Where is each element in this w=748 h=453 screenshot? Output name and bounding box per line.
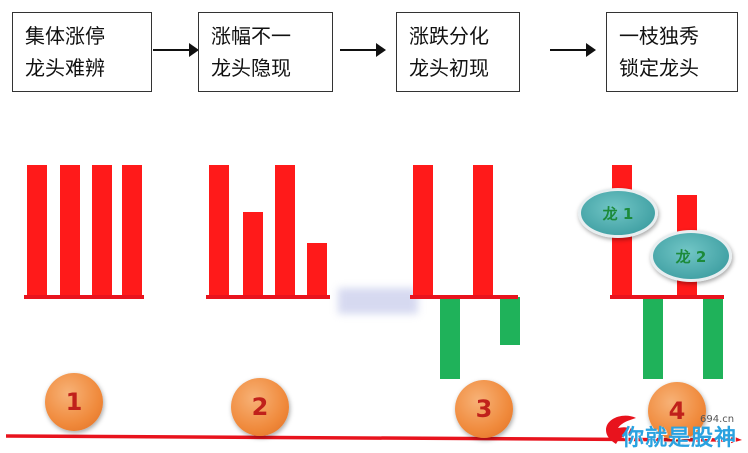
stage-3-bar-1 xyxy=(413,165,433,297)
stage-circle-2-label: 2 xyxy=(251,393,269,421)
stage-4-baseline xyxy=(610,295,724,299)
watermark-logo-icon xyxy=(606,415,640,444)
stage-1-bar-2 xyxy=(60,165,80,297)
leader-badge-1: 龙 1 xyxy=(578,188,658,238)
watermark-url: 694.cn xyxy=(700,414,735,425)
blurred-watermark xyxy=(338,288,418,314)
stage-1-bar-1 xyxy=(27,165,47,297)
leader-badge-2: 龙 2 xyxy=(650,230,732,282)
stage-1-baseline xyxy=(24,295,144,299)
stage-circle-1-label: 1 xyxy=(65,388,83,416)
step-3-line2: 龙头初现 xyxy=(409,56,489,80)
stage-circle-4-label: 4 xyxy=(668,397,686,425)
stage-4-bar-4 xyxy=(703,297,723,379)
stage-circle-4: 4 xyxy=(648,382,706,440)
step-box-3: 涨跌分化 龙头初现 xyxy=(396,12,520,92)
stage-1-bar-4 xyxy=(122,165,142,297)
stage-2-bar-4 xyxy=(307,243,327,297)
step-box-4: 一枝独秀 锁定龙头 xyxy=(606,12,738,92)
stage-2-bar-3 xyxy=(275,165,295,297)
stage-circle-3: 3 xyxy=(455,380,513,438)
stage-2-baseline xyxy=(206,295,330,299)
stage-3-baseline xyxy=(410,295,518,299)
step-1-line1: 集体涨停 xyxy=(25,24,105,48)
step-3-line1: 涨跌分化 xyxy=(409,24,489,48)
step-4-line1: 一枝独秀 xyxy=(619,24,699,48)
step-2-line2: 龙头隐现 xyxy=(211,56,291,80)
step-4-line2: 锁定龙头 xyxy=(619,56,699,80)
stage-3-bar-4 xyxy=(500,297,520,345)
step-1-line2: 龙头难辨 xyxy=(25,56,105,80)
leader-badge-2-label: 龙 2 xyxy=(675,247,707,266)
stage-circle-2: 2 xyxy=(231,378,289,436)
stage-3-bar-2 xyxy=(440,297,460,379)
stage-3-bar-3 xyxy=(473,165,493,297)
stage-2-bar-1 xyxy=(209,165,229,297)
step-box-2: 涨幅不一 龙头隐现 xyxy=(198,12,333,92)
stage-4-bar-2 xyxy=(643,297,663,379)
arrow-right-icon xyxy=(550,43,596,57)
stage-circle-3-label: 3 xyxy=(475,395,493,423)
step-2-line1: 涨幅不一 xyxy=(211,24,291,48)
arrow-right-icon xyxy=(153,43,199,57)
stage-circle-1: 1 xyxy=(45,373,103,431)
leader-badge-1-label: 龙 1 xyxy=(602,204,634,223)
step-box-1: 集体涨停 龙头难辨 xyxy=(12,12,152,92)
stage-2-bar-2 xyxy=(243,212,263,297)
stage-1-bar-3 xyxy=(92,165,112,297)
watermark-text: 你就是股神 xyxy=(622,426,738,451)
arrow-right-icon xyxy=(340,43,386,57)
